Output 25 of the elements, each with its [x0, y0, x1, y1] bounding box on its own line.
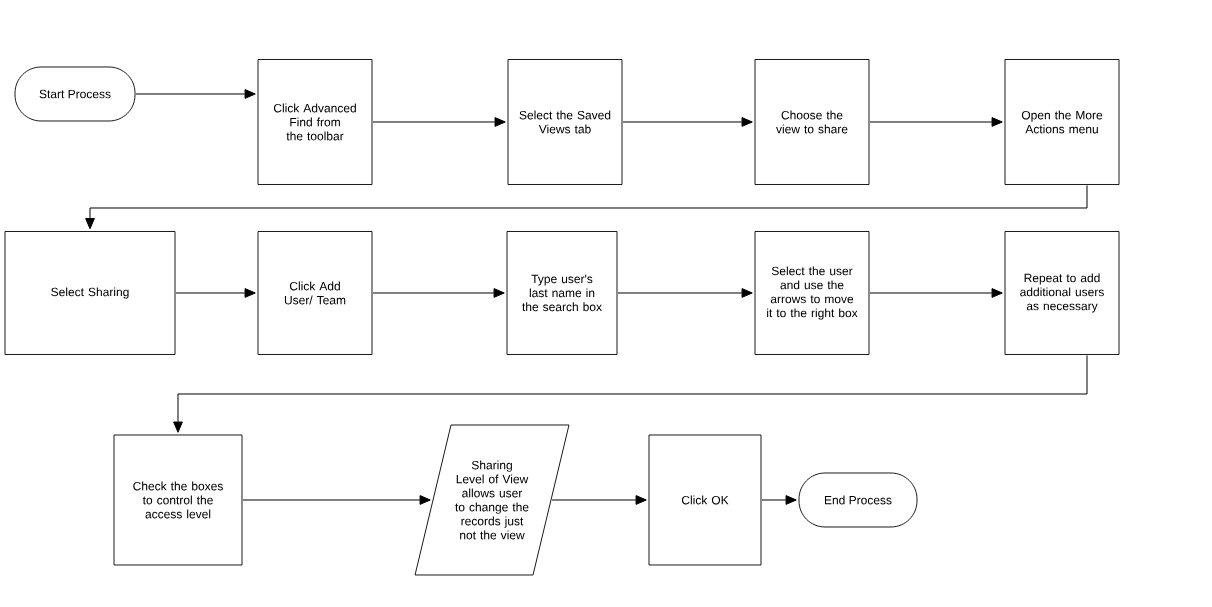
arrow — [135, 89, 256, 99]
process-box: Repeat to add additional users as necessary — [1004, 231, 1120, 355]
arrow — [85, 184, 1088, 230]
arrow — [242, 495, 431, 505]
process-box: Open the More Actions menu — [1004, 59, 1120, 185]
process-box: Select Sharing — [4, 231, 176, 355]
process-box: Select the Saved Views tab — [507, 59, 623, 185]
arrow — [617, 288, 753, 298]
data-parallelogram: Sharing Level of View allows user to change the records just not the view — [414, 424, 570, 576]
arrow — [372, 288, 505, 298]
arrow — [173, 354, 1088, 433]
process-box: Check the boxes to control the access level — [113, 434, 243, 566]
arrow — [869, 117, 1003, 127]
arrow — [622, 117, 753, 127]
arrow — [869, 288, 1003, 298]
process-box: Select the user and use the arrows to move it to the right box — [754, 231, 870, 355]
arrow — [175, 288, 256, 298]
process-box: Click Add User/ Team — [257, 231, 373, 355]
process-box: Type user's last name in the search box — [506, 231, 618, 355]
process-box: Choose the view to share — [754, 59, 870, 185]
arrow — [551, 495, 647, 505]
arrow — [372, 117, 506, 127]
process-box: Click Advanced Find from the toolbar — [257, 59, 373, 185]
arrow — [761, 495, 797, 505]
process-box: Click OK — [648, 434, 762, 566]
